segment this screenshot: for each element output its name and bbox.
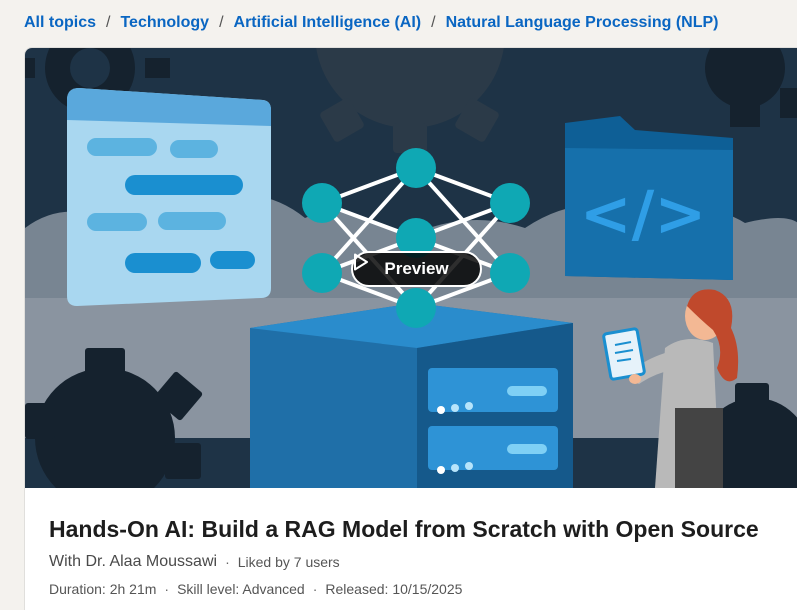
course-meta-primary: With Dr. Alaa Moussawi · Liked by 7 user…: [49, 553, 340, 571]
breadcrumb-separator: /: [219, 14, 224, 31]
breadcrumb: All topics / Technology / Artificial Int…: [24, 12, 719, 34]
skill-level: Skill level: Advanced: [177, 581, 305, 597]
gear-top-center: [316, 48, 504, 153]
breadcrumb-artificial-intelligence[interactable]: Artificial Intelligence (AI): [233, 14, 422, 31]
course-thumbnail[interactable]: </>: [25, 48, 797, 488]
breadcrumb-nlp[interactable]: Natural Language Processing (NLP): [445, 14, 719, 31]
course-duration: Duration: 2h 21m: [49, 581, 157, 597]
ui-window-panel: [67, 88, 271, 306]
meta-separator: ·: [225, 554, 230, 570]
breadcrumb-separator: /: [106, 14, 111, 31]
course-meta-secondary: Duration: 2h 21m · Skill level: Advanced…: [49, 581, 462, 597]
likes-count: Liked by 7 users: [237, 554, 340, 570]
preview-label: Preview: [384, 259, 449, 278]
preview-button[interactable]: Preview: [351, 251, 482, 287]
breadcrumb-all-topics[interactable]: All topics: [24, 14, 97, 31]
meta-separator: ·: [312, 581, 318, 597]
server-cabinet: [250, 303, 573, 488]
code-icon-text: </>: [580, 177, 707, 250]
play-icon: [354, 253, 368, 271]
gear-top-right: [705, 48, 797, 127]
person-with-tablet: [602, 289, 739, 488]
course-illustration: </>: [25, 48, 797, 488]
gear-bottom-left: [25, 348, 203, 488]
release-date: Released: 10/15/2025: [325, 581, 463, 597]
breadcrumb-technology[interactable]: Technology: [120, 14, 210, 31]
breadcrumb-separator: /: [431, 14, 436, 31]
course-title[interactable]: Hands-On AI: Build a RAG Model from Scra…: [49, 516, 759, 542]
code-folder: </>: [565, 116, 733, 280]
meta-separator: ·: [164, 581, 170, 597]
network-nodes: [302, 148, 530, 328]
course-card: </>: [24, 47, 797, 610]
instructor-name[interactable]: With Dr. Alaa Moussawi: [49, 553, 218, 570]
